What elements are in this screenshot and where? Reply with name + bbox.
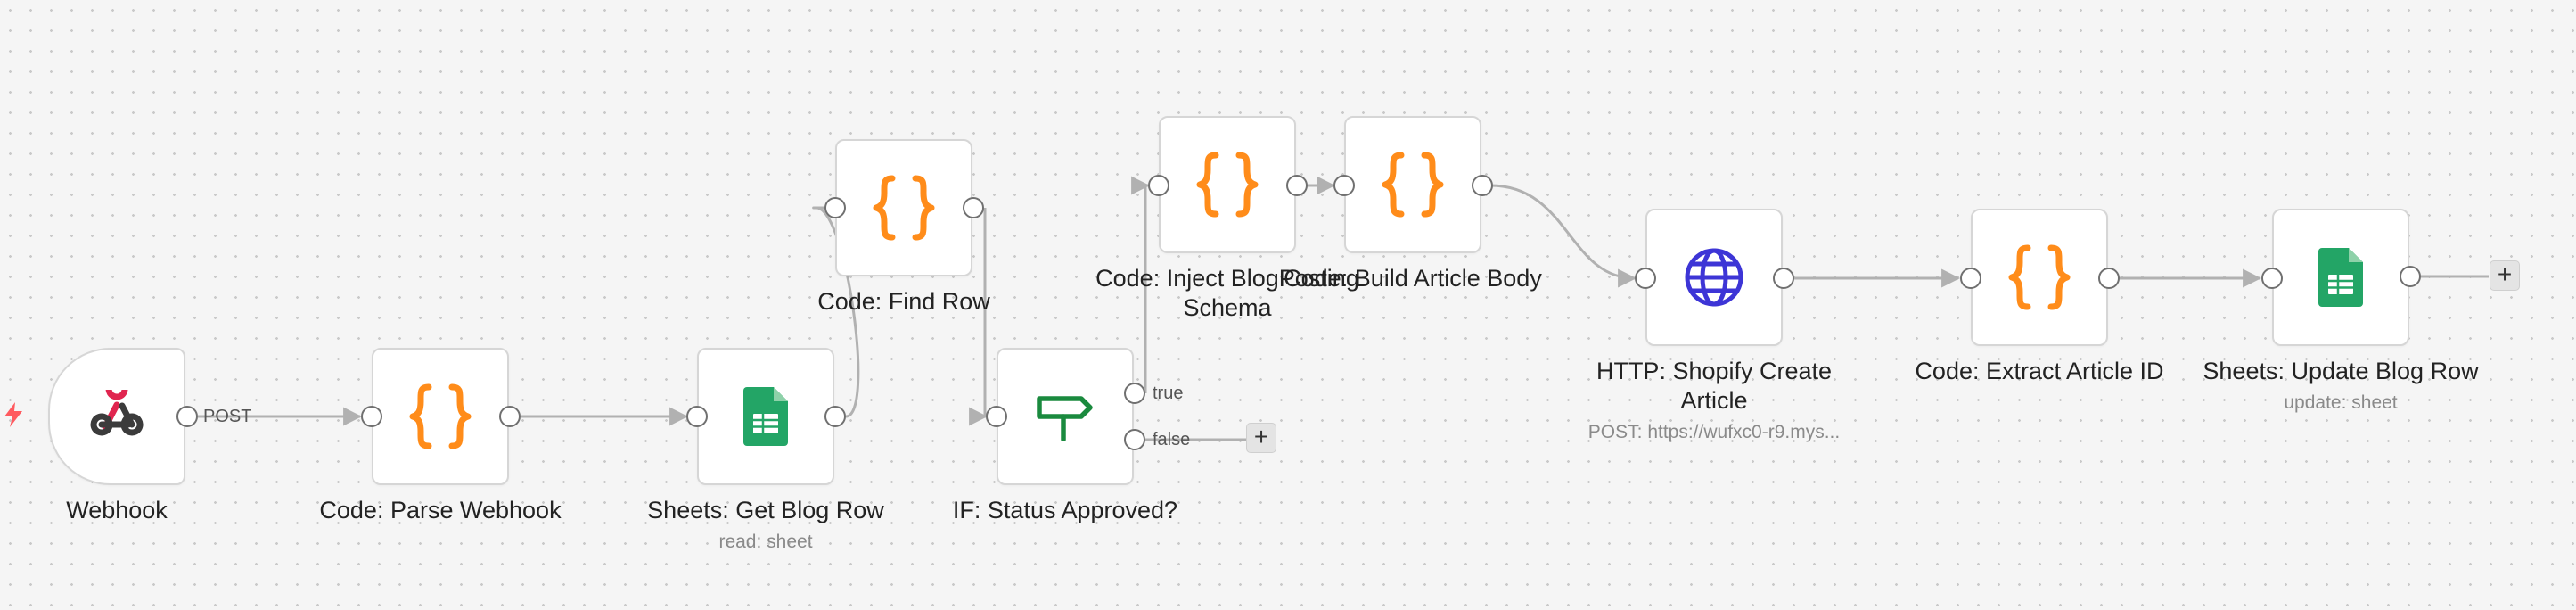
node-webhook[interactable] [48,348,185,485]
add-node-end-button[interactable]: + [2490,260,2520,291]
node-http-shopify-create-article[interactable] [1645,209,1783,346]
node-update-blog-row-label: Sheets: Update Blog Row [2203,358,2479,384]
node-shopify-sublabel: POST: https://wufxc0-r9.mys... [1587,422,1841,442]
code-braces-icon [1196,152,1259,218]
node-code-extract-article-id[interactable] [1971,209,2108,346]
node-if-label: IF: Status Approved? [952,497,1178,523]
if-false-output-handle[interactable] [1124,429,1145,450]
extract-input-handle[interactable] [1960,268,1981,289]
webhook-output-handle[interactable] [176,406,198,427]
node-get-blog-row-label: Sheets: Get Blog Row [647,497,884,523]
node-code-build-article-body[interactable] [1344,116,1481,253]
inject-input-handle[interactable] [1148,175,1169,196]
shopify-output-handle[interactable] [1773,268,1794,289]
node-build-body-label: Code: Build Article Body [1284,265,1542,292]
node-sheets-get-blog-row[interactable] [697,348,834,485]
webhook-icon [90,390,144,436]
node-inject-schema-label: Code: Inject BlogPosting Schema [1095,265,1359,321]
if-true-output-handle[interactable] [1124,383,1145,404]
node-sheets-update-blog-row[interactable] [2272,209,2409,346]
add-node-false-button[interactable]: + [1246,423,1276,453]
build-output-handle[interactable] [1472,175,1493,196]
code-braces-icon [2008,244,2071,310]
find-row-output-handle[interactable] [963,197,984,218]
node-code-inject-schema[interactable] [1159,116,1296,253]
if-input-handle[interactable] [986,406,1007,427]
code-braces-icon [873,175,935,241]
signpost-icon [1037,396,1093,441]
node-update-blog-row-sublabel: update: sheet [2284,392,2398,413]
code-braces-icon [1382,152,1444,218]
node-code-find-row[interactable] [835,139,972,276]
code-braces-icon [409,383,472,449]
extract-output-handle[interactable] [2098,268,2120,289]
node-shopify-label: HTTP: Shopify Create Article [1596,358,1833,414]
get-row-input-handle[interactable] [686,406,708,427]
build-input-handle[interactable] [1333,175,1355,196]
parse-input-handle[interactable] [361,406,382,427]
node-parse-webhook-label: Code: Parse Webhook [319,497,562,523]
node-webhook-label: Webhook [66,497,168,523]
node-extract-id-label: Code: Extract Article ID [1915,358,2164,384]
get-row-output-handle[interactable] [824,406,846,427]
google-sheets-icon [2318,248,2363,307]
if-false-branch-label: false [1153,430,1191,449]
node-if-status-approved[interactable] [997,348,1134,485]
google-sheets-icon [743,387,788,446]
node-code-parse-webhook[interactable] [372,348,509,485]
update-output-handle[interactable] [2400,266,2421,287]
globe-icon [1685,248,1743,307]
update-input-handle[interactable] [2261,268,2283,289]
inject-output-handle[interactable] [1286,175,1308,196]
if-true-branch-label: true [1153,383,1184,403]
node-get-blog-row-sublabel: read: sheet [718,532,813,552]
shopify-input-handle[interactable] [1635,268,1656,289]
parse-output-handle[interactable] [499,406,521,427]
node-find-row-label: Code: Find Row [817,288,990,315]
webhook-method-label: POST [203,407,252,426]
trigger-bolt-icon [4,402,22,427]
find-row-input-handle[interactable] [824,197,846,218]
